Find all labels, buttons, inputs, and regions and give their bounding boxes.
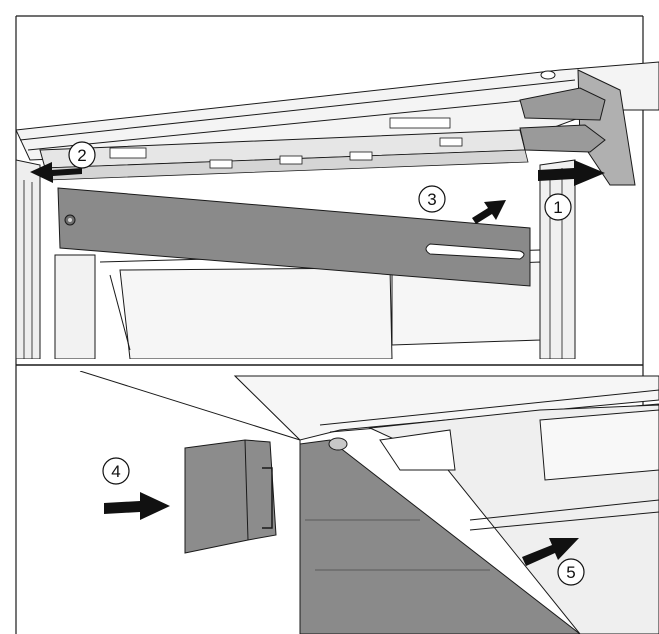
step-4-badge: 4 xyxy=(102,457,130,485)
door-panel-dark xyxy=(299,439,581,634)
drawer-edge xyxy=(109,274,131,351)
arrow-up-right-icon xyxy=(472,200,506,224)
arrow-right-icon xyxy=(538,160,605,186)
arrow-up-right-icon xyxy=(522,538,579,566)
cabinet-edge-lines xyxy=(23,180,33,359)
step-4-label: 4 xyxy=(111,462,120,481)
cabinet-inner-edge xyxy=(19,79,581,151)
rail-block xyxy=(539,409,659,481)
clip-details xyxy=(109,117,463,169)
top-panel xyxy=(16,61,659,359)
drawer-front-left xyxy=(54,254,96,359)
hinge-arm-upper xyxy=(519,87,606,121)
step-5-badge: 5 xyxy=(557,558,585,586)
cabinet-left-side xyxy=(16,159,41,359)
hinge-screw-icon xyxy=(328,437,348,451)
cover-cap xyxy=(184,439,277,554)
screw-head xyxy=(540,70,556,80)
drawer-front-middle xyxy=(119,267,393,359)
step-2-badge: 2 xyxy=(68,141,96,169)
arrow-left-icon xyxy=(30,162,82,183)
hinge-cutout xyxy=(379,429,456,471)
panel-slot xyxy=(425,243,525,260)
rail-lines xyxy=(469,499,659,531)
hinge-arm-lower xyxy=(519,124,606,153)
step-3-badge: 3 xyxy=(418,185,446,213)
step-3-label: 3 xyxy=(427,190,436,209)
cover-strip-panel xyxy=(57,187,531,287)
step-2-label: 2 xyxy=(77,146,86,165)
cap-edge xyxy=(244,439,249,541)
step-5-label: 5 xyxy=(566,563,575,582)
step-1-badge: 1 xyxy=(544,193,572,221)
arrow-right-icon xyxy=(104,492,170,520)
cap-clip xyxy=(262,467,273,529)
cabinet-right-side xyxy=(539,159,576,359)
door-shading xyxy=(305,519,490,571)
step-1-label: 1 xyxy=(553,198,562,217)
bottom-panel xyxy=(79,371,659,634)
